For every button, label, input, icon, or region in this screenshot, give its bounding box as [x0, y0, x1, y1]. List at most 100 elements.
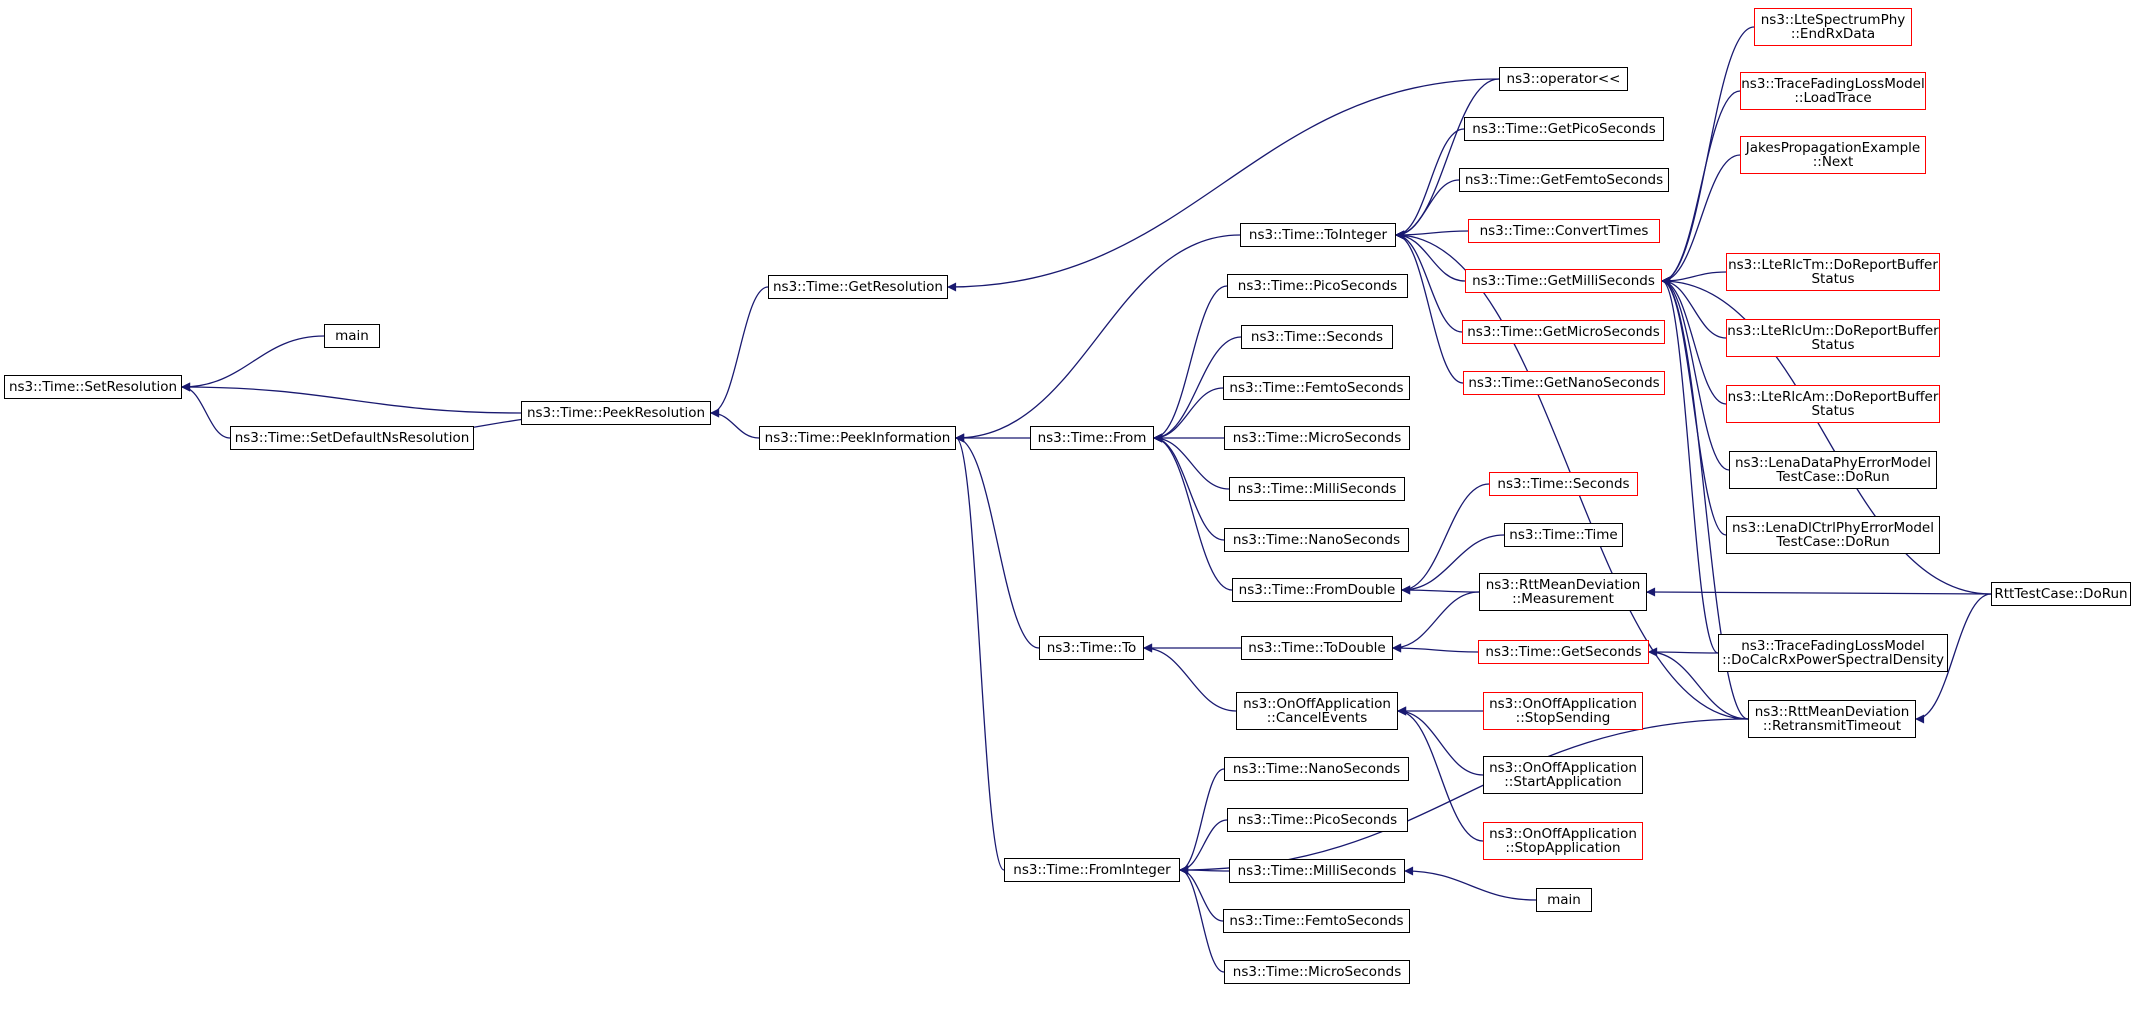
- node-pico-seconds-2[interactable]: ns3::Time::PicoSeconds: [1227, 808, 1408, 832]
- node-label-line: ::Next: [1812, 154, 1854, 170]
- node-get-femto-seconds[interactable]: ns3::Time::GetFemtoSeconds: [1459, 168, 1669, 192]
- node-label-line: RttTestCase::DoRun: [1994, 586, 2128, 602]
- node-label-line: ns3::Time::FemtoSeconds: [1229, 380, 1404, 396]
- node-stop-sending[interactable]: ns3::OnOffApplication::StopSending: [1483, 692, 1643, 730]
- node-label-line: ns3::Time::To: [1046, 640, 1137, 656]
- node-label-line: ns3::TraceFadingLossModel: [1741, 638, 1925, 654]
- call-edge: [181, 335, 325, 392]
- node-label-line: ns3::Time::NanoSeconds: [1232, 532, 1401, 548]
- node-time-to[interactable]: ns3::Time::To: [1039, 636, 1144, 660]
- node-nano-seconds[interactable]: ns3::Time::NanoSeconds: [1224, 528, 1409, 552]
- node-to-integer[interactable]: ns3::Time::ToInteger: [1240, 223, 1396, 247]
- node-label-line: ::Measurement: [1512, 591, 1614, 607]
- node-from-integer[interactable]: ns3::Time::FromInteger: [1004, 858, 1180, 882]
- node-start-application[interactable]: ns3::OnOffApplication::StartApplication: [1483, 756, 1643, 794]
- node-femto-seconds[interactable]: ns3::Time::FemtoSeconds: [1223, 376, 1410, 400]
- node-operator-ll[interactable]: ns3::operator<<: [1499, 67, 1628, 91]
- node-label-line: ns3::Time::PicoSeconds: [1237, 812, 1398, 828]
- node-get-milli-seconds[interactable]: ns3::Time::GetMilliSeconds: [1465, 269, 1662, 293]
- node-stop-application[interactable]: ns3::OnOffApplication::StopApplication: [1483, 822, 1643, 860]
- node-label-line: ns3::RttMeanDeviation: [1485, 577, 1641, 593]
- node-to-double[interactable]: ns3::Time::ToDouble: [1241, 636, 1393, 660]
- node-lte-end-rx-data[interactable]: ns3::LteSpectrumPhy::EndRxData: [1754, 8, 1912, 46]
- node-set-resolution[interactable]: ns3::Time::SetResolution: [4, 375, 182, 399]
- node-label-line: ns3::Time::GetSeconds: [1485, 644, 1642, 660]
- node-get-pico-seconds[interactable]: ns3::Time::GetPicoSeconds: [1464, 117, 1664, 141]
- node-time-time[interactable]: ns3::Time::Time: [1504, 523, 1623, 547]
- node-label-line: ns3::Time::GetFemtoSeconds: [1464, 172, 1664, 188]
- node-label-line: main: [335, 328, 369, 344]
- node-label-line: ::StopApplication: [1505, 840, 1621, 856]
- node-jakes-next[interactable]: JakesPropagationExample::Next: [1740, 136, 1926, 174]
- call-edge: [1401, 534, 1505, 595]
- node-rtt-measurement[interactable]: ns3::RttMeanDeviation::Measurement: [1479, 573, 1647, 611]
- node-convert-times[interactable]: ns3::Time::ConvertTimes: [1468, 219, 1660, 243]
- node-label-line: Status: [1811, 403, 1855, 419]
- node-label-line: ns3::Time::MilliSeconds: [1237, 481, 1397, 497]
- node-from[interactable]: ns3::Time::From: [1030, 426, 1154, 450]
- call-edge: [1397, 706, 1484, 842]
- node-seconds[interactable]: ns3::Time::Seconds: [1241, 325, 1393, 349]
- node-label-line: ns3::Time::MicroSeconds: [1232, 430, 1402, 446]
- call-edge: [1395, 230, 1466, 282]
- call-edge: [1646, 587, 1992, 597]
- node-label-line: ns3::Time::Time: [1509, 527, 1618, 543]
- call-edge: [947, 78, 1500, 292]
- node-label-line: ns3::Time::SetDefaultNsResolution: [234, 430, 470, 446]
- node-trace-load-trace[interactable]: ns3::TraceFadingLossModel::LoadTrace: [1740, 72, 1926, 110]
- node-label-line: ns3::Time::PeekInformation: [764, 430, 951, 446]
- call-edge: [1179, 718, 1749, 875]
- node-label-line: TestCase::DoRun: [1776, 469, 1890, 485]
- call-edge: [181, 382, 231, 439]
- node-get-micro-seconds[interactable]: ns3::Time::GetMicroSeconds: [1462, 320, 1665, 344]
- node-milli-seconds-2[interactable]: ns3::Time::MilliSeconds: [1229, 859, 1405, 883]
- node-get-nano-seconds[interactable]: ns3::Time::GetNanoSeconds: [1463, 371, 1665, 395]
- node-label-line: ns3::Time::FromInteger: [1013, 862, 1171, 878]
- call-edge: [1143, 643, 1237, 712]
- node-get-resolution[interactable]: ns3::Time::GetResolution: [768, 275, 948, 299]
- node-label-line: ::LoadTrace: [1794, 90, 1872, 106]
- node-label-line: ns3::LteRlcAm::DoReportBuffer: [1727, 389, 1939, 405]
- call-edge: [1153, 433, 1225, 541]
- node-label-line: ns3::Time::SetResolution: [8, 379, 178, 395]
- node-from-double[interactable]: ns3::Time::FromDouble: [1232, 578, 1402, 602]
- node-label-line: ns3::OnOffApplication: [1489, 760, 1637, 776]
- node-label-line: ns3::LenaDataPhyErrorModel: [1734, 455, 1932, 471]
- node-peek-resolution[interactable]: ns3::Time::PeekResolution: [521, 401, 711, 425]
- node-rtt-retransmit[interactable]: ns3::RttMeanDeviation::RetransmitTimeout: [1748, 700, 1916, 738]
- node-main[interactable]: main: [324, 324, 380, 348]
- node-nano-seconds-2[interactable]: ns3::Time::NanoSeconds: [1224, 757, 1409, 781]
- node-trace-calc[interactable]: ns3::TraceFadingLossModel::DoCalcRxPower…: [1718, 634, 1948, 672]
- node-label-line: ns3::operator<<: [1506, 71, 1621, 87]
- node-micro-seconds-2[interactable]: ns3::Time::MicroSeconds: [1224, 960, 1410, 984]
- node-milli-seconds[interactable]: ns3::Time::MilliSeconds: [1229, 477, 1405, 501]
- node-label-line: ns3::Time::From: [1037, 430, 1147, 446]
- node-peek-information[interactable]: ns3::Time::PeekInformation: [759, 426, 956, 450]
- node-main-2[interactable]: main: [1536, 888, 1592, 912]
- node-label-line: Status: [1811, 271, 1855, 287]
- call-edge: [1392, 591, 1480, 653]
- node-cancel-events[interactable]: ns3::OnOffApplication::CancelEvents: [1236, 692, 1398, 730]
- node-label-line: ::CancelEvents: [1266, 710, 1368, 726]
- node-femto-seconds-2[interactable]: ns3::Time::FemtoSeconds: [1223, 909, 1410, 933]
- node-set-default-ns-resolution[interactable]: ns3::Time::SetDefaultNsResolution: [230, 426, 474, 450]
- node-label-line: ns3::LteSpectrumPhy: [1760, 12, 1906, 28]
- call-edge: [1661, 276, 1727, 405]
- call-edge: [1395, 128, 1465, 240]
- call-edge: [1397, 706, 1484, 776]
- node-get-seconds[interactable]: ns3::Time::GetSeconds: [1478, 640, 1649, 664]
- node-label-line: ::StopSending: [1515, 710, 1611, 726]
- call-edge: [1179, 819, 1228, 875]
- node-micro-seconds[interactable]: ns3::Time::MicroSeconds: [1224, 426, 1410, 450]
- node-pico-seconds[interactable]: ns3::Time::PicoSeconds: [1227, 274, 1408, 298]
- node-rtt-test-case[interactable]: RttTestCase::DoRun: [1991, 582, 2131, 606]
- node-seconds-red[interactable]: ns3::Time::Seconds: [1489, 472, 1638, 496]
- call-edge: [1661, 90, 1741, 286]
- node-label-line: ns3::Time::FromDouble: [1238, 582, 1396, 598]
